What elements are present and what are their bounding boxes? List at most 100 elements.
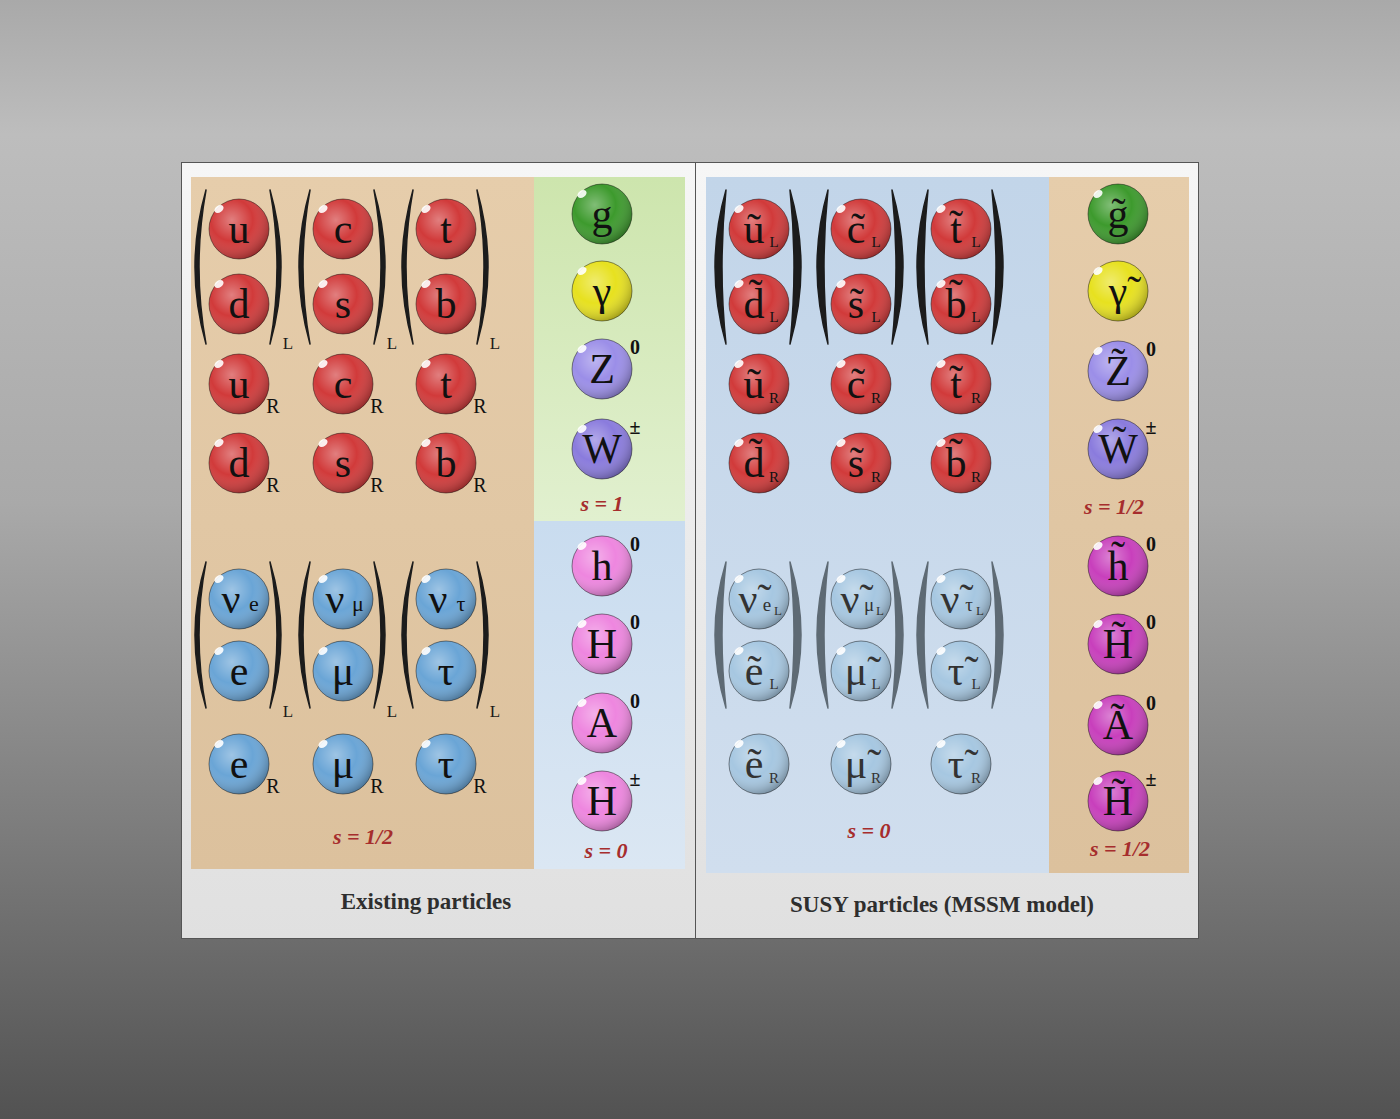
ball-shade (209, 734, 269, 794)
ball-highlight (213, 358, 225, 369)
ball-highlight (1092, 618, 1104, 629)
ball-shade (313, 641, 373, 701)
particle-symbol: ẽ (745, 743, 764, 785)
ball-fill (729, 569, 789, 629)
ball-highlight (835, 203, 847, 214)
particle-index: R (769, 771, 779, 786)
doublet-bracket (917, 562, 928, 708)
chirality-subscript: L (387, 335, 397, 352)
particle-symbol: u (229, 208, 250, 250)
ball-fill (209, 734, 269, 794)
particle-index: τ (457, 593, 466, 615)
particle-index: R (266, 396, 279, 416)
particle-symbol: s̃ (848, 442, 864, 484)
particle-circle: A0 (571, 692, 633, 754)
ball-fill (209, 274, 269, 334)
particle-symbol: ν̃ (941, 578, 960, 620)
ball-highlight (835, 278, 847, 289)
spin-band: s = 1gγZ0W± (534, 177, 685, 521)
ball-shade (416, 274, 476, 334)
ball-fill (1088, 771, 1148, 831)
doublet-bracket (715, 190, 726, 344)
particle-symbol: d̃ (744, 442, 765, 484)
particle-circle: Z0 (571, 338, 633, 400)
particle-symbol: u (229, 363, 250, 405)
ball-shade (1088, 341, 1148, 401)
ball-fill (313, 641, 373, 701)
spin-label: s = 1/2 (1090, 838, 1150, 860)
ball-highlight (1092, 699, 1104, 710)
particle-symbol: γ (593, 270, 612, 312)
particle-circle: H0 (571, 613, 633, 675)
ball-shade (1088, 614, 1148, 674)
ball-fill (572, 771, 632, 831)
ball-shade (209, 199, 269, 259)
particle-circle: μ̃R (830, 733, 892, 795)
particle-symbol: c (334, 363, 353, 405)
doublet-bracket (195, 562, 206, 708)
particle-index: L (971, 677, 980, 692)
ball-fill (209, 569, 269, 629)
ball-fill (209, 641, 269, 701)
ball-fill (313, 199, 373, 259)
ball-shade (1088, 771, 1148, 831)
ball-fill (313, 433, 373, 493)
particle-circle: cR (312, 353, 374, 415)
ball-shade (572, 339, 632, 399)
particle-circle: ũL (728, 198, 790, 260)
particle-index: L (769, 310, 778, 325)
ball-shade (831, 199, 891, 259)
particle-circle: νe (208, 568, 270, 630)
particle-index: R (971, 391, 981, 406)
particle-index: R (370, 396, 383, 416)
ball-highlight (835, 437, 847, 448)
ball-highlight (576, 265, 588, 276)
doublet-bracket (892, 190, 903, 344)
doublet-bracket (817, 190, 828, 344)
ball-fill (831, 641, 891, 701)
ball-fill (831, 354, 891, 414)
ball-shade (416, 354, 476, 414)
spin-band: s = 0h0H0A0H± (534, 521, 685, 869)
particle-circle: b (415, 273, 477, 335)
particle-symbol: τ̃ (948, 650, 965, 692)
particle-index: μ (864, 595, 874, 614)
ball-fill (209, 433, 269, 493)
panel-caption: SUSY particles (MSSM model) (790, 893, 1094, 916)
ball-shade (416, 734, 476, 794)
ball-highlight (576, 775, 588, 786)
particle-symbol: W (582, 428, 622, 470)
particle-circle: ντ (415, 568, 477, 630)
ball-shade (209, 274, 269, 334)
particle-index: 0 (1146, 534, 1156, 554)
particle-circle: t̃L (930, 198, 992, 260)
ball-highlight (733, 203, 745, 214)
ball-shade (209, 569, 269, 629)
ball-shade (313, 199, 373, 259)
particle-symbol: H̃ (1103, 780, 1133, 822)
ball-fill (1088, 341, 1148, 401)
ball-highlight (733, 278, 745, 289)
particle-circle: e (208, 640, 270, 702)
particle-panel: SUSY particles (MSSM model)s = 0ũLc̃Lt̃L… (695, 162, 1199, 939)
particle-symbol: e (230, 743, 249, 785)
doublet-bracket (299, 562, 310, 708)
particle-symbol: Ã (1103, 704, 1133, 746)
chirality-subscript: L (490, 335, 500, 352)
particle-circle: sR (312, 432, 374, 494)
particle-symbol: h̃ (1108, 545, 1129, 587)
particle-circle: Ã0 (1087, 694, 1149, 756)
doublet-bracket (270, 562, 281, 708)
particle-symbol: s̃ (848, 283, 864, 325)
particle-circle: Z̃0 (1087, 340, 1149, 402)
ball-shade (572, 419, 632, 479)
particle-index: R (769, 470, 779, 485)
ball-shade (729, 433, 789, 493)
particle-symbol: b̃ (946, 283, 967, 325)
ball-fill (572, 614, 632, 674)
particle-circle: c̃L (830, 198, 892, 260)
ball-shade (313, 433, 373, 493)
ball-shade (831, 274, 891, 334)
particle-symbol: ẽ (745, 650, 764, 692)
doublet-bracket (817, 562, 828, 708)
